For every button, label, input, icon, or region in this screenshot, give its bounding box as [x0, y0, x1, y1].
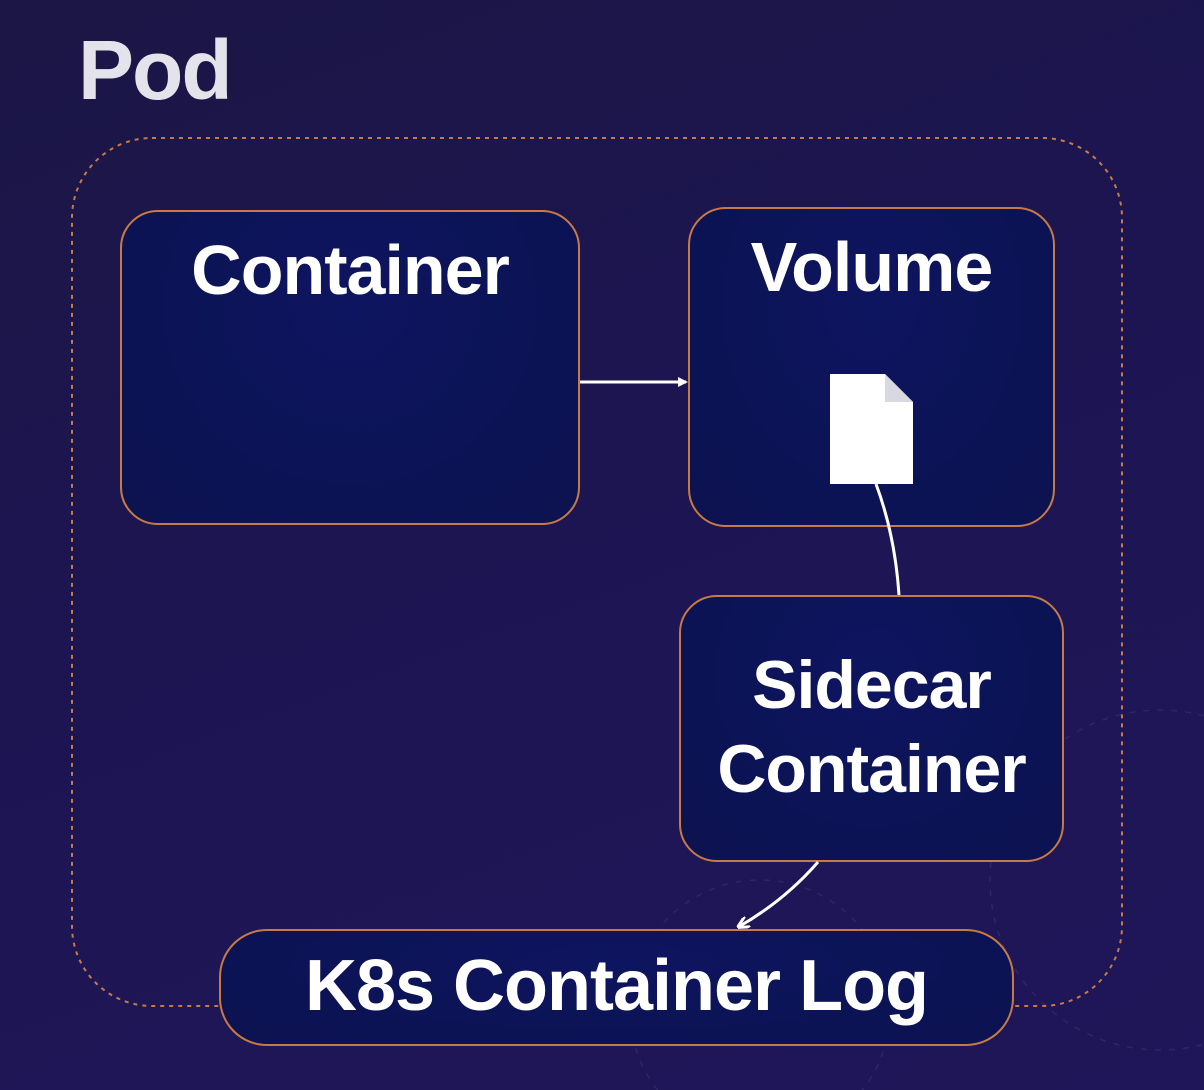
container-box: Container [120, 210, 580, 525]
pod-boundary [71, 137, 1123, 1007]
k8s-container-log-label: K8s Container Log [304, 946, 929, 1026]
sidecar-label-line1: Sidecar [752, 647, 992, 723]
sidecar-label-line2: Container [717, 731, 1026, 807]
sidecar-container-label: Sidecar Container [681, 643, 1062, 811]
volume-label: Volume [750, 228, 994, 306]
sidecar-container-box: Sidecar Container [679, 595, 1064, 862]
pod-title: Pod [78, 23, 233, 117]
k8s-container-log-box: K8s Container Log [219, 929, 1014, 1046]
volume-box: Volume [688, 207, 1055, 527]
container-label: Container [191, 231, 510, 309]
